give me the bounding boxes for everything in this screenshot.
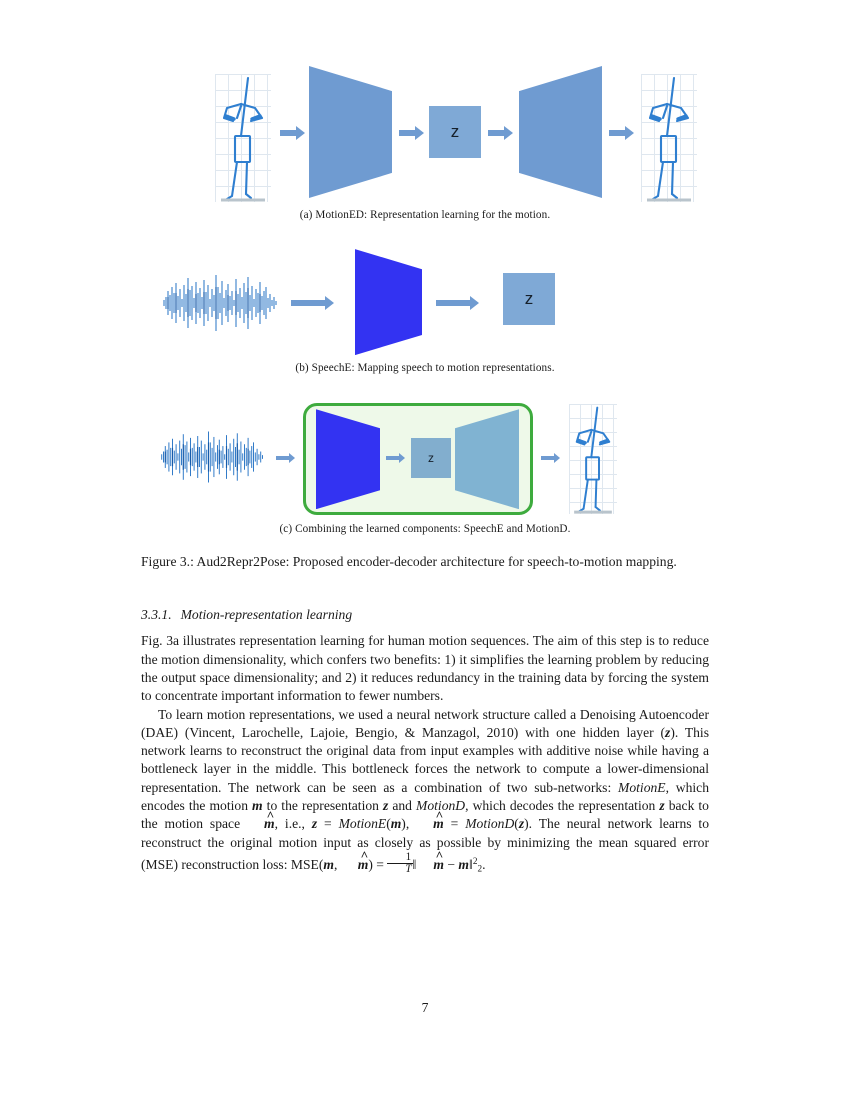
page-content: z bbox=[141, 62, 709, 876]
arrow-encoder-to-latent bbox=[386, 453, 406, 464]
stick-figure-icon bbox=[574, 406, 612, 514]
mse-m-hat: m bbox=[341, 856, 369, 874]
fraction-denominator: T bbox=[405, 863, 412, 876]
eq-m: m bbox=[390, 816, 402, 832]
section-title: Motion-representation learning bbox=[180, 607, 353, 623]
arrow-group-to-pose bbox=[541, 453, 561, 464]
figure-caption: Figure 3.: Aud2Repr2Pose: Proposed encod… bbox=[141, 554, 677, 570]
eq-paren-open-1: ( bbox=[386, 816, 391, 832]
latent-z-label: z bbox=[450, 122, 460, 141]
eq-motionD: MotionD bbox=[465, 816, 515, 832]
subfigure-b: z (b) SpeechE: Mapping speech to motion … bbox=[141, 249, 709, 376]
mse-paren-close: ) bbox=[368, 856, 373, 872]
stick-figure-icon bbox=[647, 76, 691, 202]
norm-m: m bbox=[458, 856, 469, 872]
page-number: 7 bbox=[421, 1000, 429, 1015]
latent-z-label: z bbox=[524, 289, 534, 309]
mse-m: m bbox=[323, 856, 334, 872]
arrow-input-to-encoder bbox=[280, 126, 305, 140]
diagram-combined-speech-to-pose: z bbox=[141, 400, 709, 518]
eq-equals-1: = bbox=[317, 816, 339, 832]
arrow-encoder-to-latent bbox=[436, 296, 484, 311]
arrow-decoder-to-output bbox=[609, 126, 634, 140]
motion-pose-input bbox=[215, 74, 271, 202]
p2-text-g: back to the motion space bbox=[141, 797, 709, 832]
pose-grid-background bbox=[569, 404, 617, 515]
motion-pose-output bbox=[641, 74, 697, 202]
eq-z-2: z bbox=[518, 816, 525, 832]
latent-z-box: z bbox=[503, 273, 555, 326]
mse-name: MSE bbox=[290, 856, 319, 872]
p2-text-e: and bbox=[388, 797, 417, 813]
arrow-encoder-to-latent bbox=[399, 126, 424, 140]
section-number: 3.3.1. bbox=[141, 607, 172, 623]
p2-text-b: ). This network learns to reconstruct th… bbox=[141, 724, 709, 795]
eq-motionE: MotionE bbox=[338, 816, 387, 832]
norm-open: ‖ bbox=[412, 856, 417, 872]
motion-decoder-trapezoid bbox=[455, 409, 519, 510]
paragraph-2: To learn motion representations, we used… bbox=[141, 706, 709, 877]
eq-paren-close-2: ). bbox=[524, 816, 533, 832]
latent-z-label: z bbox=[428, 451, 434, 466]
symbol-z: z bbox=[665, 724, 671, 740]
norm-subscript: 2 bbox=[477, 863, 483, 874]
pose-grid-background bbox=[215, 74, 271, 202]
p2-text-d: to the representation bbox=[262, 797, 383, 813]
subfigure-b-caption: (b) SpeechE: Mapping speech to motion re… bbox=[295, 362, 555, 375]
stick-figure-icon bbox=[221, 76, 265, 202]
fraction-numerator: 1 bbox=[387, 851, 413, 865]
subfigure-c: z bbox=[141, 400, 709, 537]
norm-minus: − bbox=[443, 856, 459, 872]
speech-encoder-trapezoid bbox=[355, 249, 422, 356]
encoder-trapezoid bbox=[309, 66, 392, 198]
speech-waveform-icon bbox=[161, 431, 263, 483]
latent-z-box: z bbox=[411, 438, 451, 479]
arrow-latent-to-decoder bbox=[488, 126, 513, 140]
norm-m-hat: m bbox=[416, 856, 444, 874]
subfigure-c-caption: (c) Combining the learned components: Sp… bbox=[279, 523, 571, 536]
diagram-motion-encoder-decoder: z bbox=[141, 62, 709, 204]
eq-z: z bbox=[311, 816, 318, 832]
subfigure-a: z bbox=[141, 62, 709, 223]
eq-paren-close-1: ), bbox=[401, 816, 410, 832]
speech-encoder-trapezoid bbox=[316, 409, 380, 510]
eq-equals-2: = bbox=[443, 816, 466, 832]
eq-paren-open-2: ( bbox=[514, 816, 519, 832]
p2-period: . bbox=[482, 856, 486, 872]
section-heading: 3.3.1. Motion-representation learning bbox=[141, 607, 709, 623]
norm-close: ‖ bbox=[468, 856, 473, 872]
symbol-z: z bbox=[659, 797, 665, 813]
arrow-speech-to-encoder bbox=[291, 296, 339, 311]
symbol-m-hat: m bbox=[247, 815, 275, 833]
p2-text-i: The neural network learns to reconstruct… bbox=[141, 816, 710, 872]
speech-waveform-icon bbox=[163, 275, 277, 332]
subfigure-a-caption: (a) MotionED: Representation learning fo… bbox=[299, 209, 551, 221]
norm-superscript: 2 bbox=[472, 855, 478, 866]
latent-z-box: z bbox=[429, 106, 481, 158]
mse-comma: , bbox=[333, 856, 341, 872]
mse-equals: = bbox=[372, 856, 388, 872]
p2-text-f: , which decodes the representation bbox=[465, 797, 660, 813]
mse-paren-open: ( bbox=[318, 856, 324, 872]
p2-text-c: , which encodes the motion bbox=[141, 779, 709, 813]
motion-pose-output bbox=[569, 404, 617, 515]
p2-text-h: , i.e., bbox=[274, 816, 312, 832]
symbol-m: m bbox=[252, 797, 263, 813]
pose-grid-background bbox=[641, 74, 697, 202]
figure-3: z bbox=[141, 62, 709, 571]
symbol-z: z bbox=[383, 797, 389, 813]
term-motionE: MotionE bbox=[618, 779, 666, 795]
diagram-speech-encoder: z bbox=[141, 249, 709, 357]
eq-m-hat: m bbox=[416, 815, 444, 833]
decoder-trapezoid bbox=[519, 66, 602, 198]
arrow-speech-to-group bbox=[276, 453, 296, 464]
p2-text-a: To learn motion representations, we used… bbox=[141, 706, 709, 740]
paragraph-1: Fig. 3a illustrates representation learn… bbox=[141, 633, 709, 704]
